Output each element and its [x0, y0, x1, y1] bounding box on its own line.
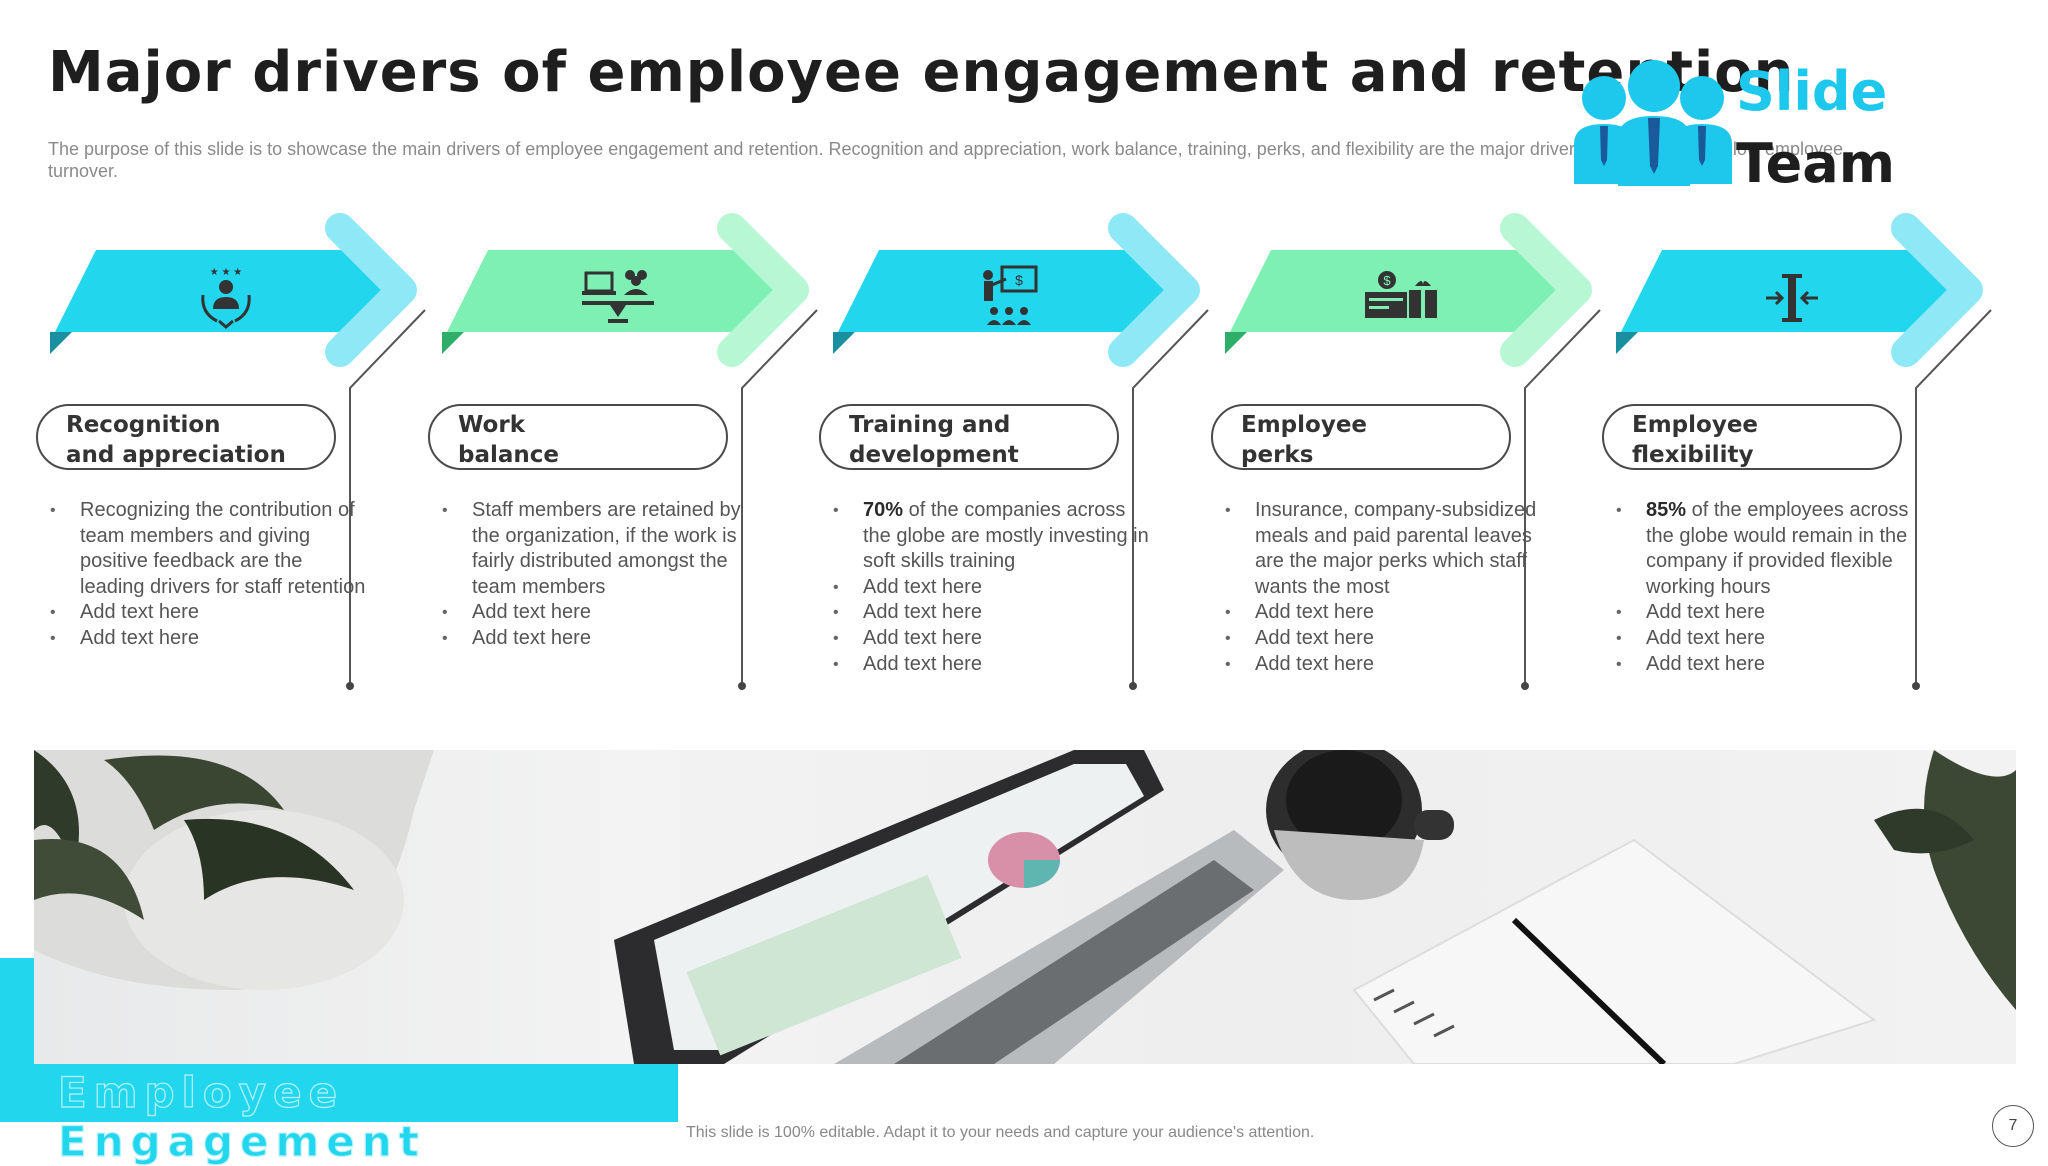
slide-subtitle: The purpose of this slide is to showcase…: [48, 139, 1843, 181]
driver-title-pill: Work balance: [428, 404, 728, 470]
accent-bar: [0, 958, 34, 1064]
driver-title-pill: Employee flexibility: [1602, 404, 1902, 470]
footer-note: This slide is 100% editable. Adapt it to…: [686, 1124, 1315, 1141]
bullet-item: Staff members are retained by the organi…: [442, 498, 762, 600]
driver-bullets: 70% of the companies across the globe ar…: [833, 498, 1153, 677]
driver-title-pill: Training and development: [819, 404, 1119, 470]
driver-column-training: $ Training and development 70% of the co…: [819, 210, 1223, 730]
driver-title-pill: Employee perks: [1211, 404, 1511, 470]
bullet-item: Add text here: [1616, 652, 1936, 678]
arrow-banner: [833, 213, 1200, 367]
bullet-item: Insurance, company-subsidized meals and …: [1225, 498, 1545, 600]
bullet-item: Add text here: [1225, 652, 1545, 678]
bullet-item: Add text here: [442, 600, 762, 626]
slideteam-logo: Slide Team: [1568, 56, 1908, 196]
driver-column-perks: $ Employee perks Insurance, company-subs…: [1211, 210, 1615, 730]
people-group-icon: [1574, 60, 1732, 186]
arrow-banner: [50, 213, 417, 367]
driver-bullets: Staff members are retained by the organi…: [442, 498, 762, 652]
driver-bullets: Insurance, company-subsidized meals and …: [1225, 498, 1545, 677]
svg-text:$: $: [1383, 273, 1391, 288]
bullet-item: Add text here: [50, 600, 370, 626]
bullet-item: Add text here: [1616, 626, 1936, 652]
svg-text:★ ★ ★: ★ ★ ★: [210, 267, 242, 278]
driver-column-work-balance: Work balance Staff members are retained …: [428, 210, 832, 730]
laptop-team-balance-icon: [580, 260, 656, 336]
arrow-banner: [442, 213, 809, 367]
desk-photo: [34, 750, 2016, 1064]
bullet-highlight: 70%: [863, 499, 904, 521]
banner-text: Employee Engagement: [57, 1067, 426, 1166]
bullet-item: Recognizing the contribution of team mem…: [50, 498, 370, 600]
bullet-item: Add text here: [50, 626, 370, 652]
presentation-training-icon: $: [971, 260, 1047, 336]
bullet-item: 85% of the employees across the globe wo…: [1616, 498, 1936, 600]
logo-text-team: Team: [1736, 132, 1895, 195]
flexibility-arrows-icon: [1754, 260, 1830, 336]
bullet-item: Add text here: [1225, 626, 1545, 652]
bullet-item: Add text here: [833, 600, 1153, 626]
employee-engagement-banner: Employee Engagement: [0, 1064, 678, 1166]
bullet-item: Add text here: [833, 575, 1153, 601]
bullet-item: Add text here: [1616, 600, 1936, 626]
bullet-item: Add text here: [442, 626, 762, 652]
bullet-highlight: 85%: [1646, 499, 1687, 521]
slide-title: Major drivers of employee engagement and…: [48, 40, 1795, 105]
svg-text:$: $: [1015, 272, 1023, 288]
bullet-item: 70% of the companies across the globe ar…: [833, 498, 1153, 575]
driver-title-pill: Recognition and appreciation: [36, 404, 336, 470]
driver-column-recognition: ★ ★ ★ Recognition and appreciation Recog…: [36, 210, 440, 730]
money-gift-icon: $: [1363, 260, 1439, 336]
logo-text-slide: Slide: [1736, 60, 1888, 123]
page-number: 7: [1992, 1105, 2034, 1147]
bullet-item: Add text here: [833, 652, 1153, 678]
arrow-banner: [1616, 213, 1983, 367]
driver-bullets: Recognizing the contribution of team mem…: [50, 498, 370, 652]
driver-bullets: 85% of the employees across the globe wo…: [1616, 498, 1936, 677]
award-person-icon: ★ ★ ★: [188, 260, 264, 336]
bullet-item: Add text here: [1225, 600, 1545, 626]
driver-column-flexibility: Employee flexibility 85% of the employee…: [1602, 210, 2006, 730]
bullet-item: Add text here: [833, 626, 1153, 652]
